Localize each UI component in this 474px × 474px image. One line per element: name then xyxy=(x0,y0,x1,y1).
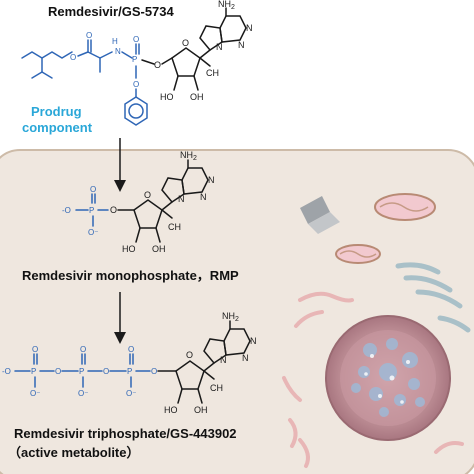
tri-base-n1: N xyxy=(250,336,257,346)
ribose-ch-atom: CH xyxy=(206,68,219,78)
tri-p1-o-top: O xyxy=(32,345,38,354)
mitochondrion-icon xyxy=(374,193,436,221)
phenoxy-o-atom: O xyxy=(133,80,139,89)
phosphoryl-o-atom: O xyxy=(133,35,139,44)
mono-link-o: O xyxy=(110,205,117,215)
mono-ch: CH xyxy=(168,222,181,232)
mono-base-n3: N xyxy=(178,194,185,204)
ribose-o-atom: O xyxy=(182,38,189,48)
tri-base-n2: N xyxy=(242,353,249,363)
ribose-ho-atom: HO xyxy=(160,92,174,102)
triphosphate-structure: -O P O O⁻ O P O O⁻ O P O O⁻ O O HO OH xyxy=(2,311,257,415)
tri-ho: HO xyxy=(164,405,178,415)
amino-nh-atom: NH2 xyxy=(218,0,235,11)
remdesivir-prodrug-structure: O O N H P O O O O HO OH CH N xyxy=(21,0,253,126)
triphosphate-label: Remdesivir triphosphate/GS-443902 xyxy=(14,426,237,441)
tri-oh: OH xyxy=(194,405,208,415)
mono-p-o-minus: O⁻ xyxy=(88,228,98,237)
base-n2-atom: N xyxy=(238,40,245,50)
mono-base-n2: N xyxy=(200,192,207,202)
mono-p-o-top: O xyxy=(90,185,96,194)
base-n3-atom: N xyxy=(216,42,223,52)
monophosphate-label: Remdesivir monophosphate，RMP xyxy=(22,268,239,283)
prodrug-label-line1: Prodrug xyxy=(31,104,82,119)
golgi-icon xyxy=(282,291,464,468)
tri-bridge-o2: O xyxy=(103,367,109,376)
tri-p3-o-minus: O⁻ xyxy=(126,389,136,398)
mono-p-atom: P xyxy=(89,206,94,215)
monophosphate-structure: -O P O O⁻ O O HO OH CH N N N NH2 xyxy=(62,150,215,254)
ester-o-atom: O xyxy=(70,53,76,62)
organelles xyxy=(282,193,471,468)
tri-ch: CH xyxy=(210,383,223,393)
mono-base-n1: N xyxy=(208,175,215,185)
amine-h-atom: H xyxy=(112,37,118,46)
tri-p2-o-minus: O⁻ xyxy=(78,389,88,398)
mono-ribose-o: O xyxy=(144,190,151,200)
base-n1-atom: N xyxy=(246,23,253,33)
active-metabolite-label: （active metabolite） xyxy=(8,445,140,460)
mono-oh: OH xyxy=(152,244,166,254)
tri-bridge-o3: O xyxy=(151,367,157,376)
lysosome-icon xyxy=(325,315,451,441)
tri-p1-o-minus: O⁻ xyxy=(30,389,40,398)
tri-dash-o: -O xyxy=(2,367,11,376)
tri-ribose-o: O xyxy=(186,350,193,360)
tri-base-n3: N xyxy=(220,355,227,365)
mono-ho: HO xyxy=(122,244,136,254)
mono-amino-nh: NH2 xyxy=(180,150,197,162)
tri-p3: P xyxy=(127,367,132,376)
tri-p2: P xyxy=(79,367,84,376)
prodrug-p-atom: P xyxy=(132,55,137,64)
remdesivir-title: Remdesivir/GS-5734 xyxy=(48,4,175,19)
ribose-oh-atom: OH xyxy=(190,92,204,102)
carbonyl-o-atom: O xyxy=(86,31,92,40)
tri-amino-nh: NH2 xyxy=(222,311,239,323)
tri-p2-o-top: O xyxy=(80,345,86,354)
tri-bridge-o1: O xyxy=(55,367,61,376)
tri-p1: P xyxy=(31,367,36,376)
mitochondrion-small-icon xyxy=(335,244,381,264)
amine-n-atom: N xyxy=(115,47,121,56)
prodrug-label-line2: component xyxy=(22,120,93,135)
er-icon xyxy=(395,262,471,333)
tri-p3-o-top: O xyxy=(128,345,134,354)
linker-o-atom: O xyxy=(154,60,161,70)
centriole-icon xyxy=(300,196,340,234)
mono-dash-o: -O xyxy=(62,206,71,215)
